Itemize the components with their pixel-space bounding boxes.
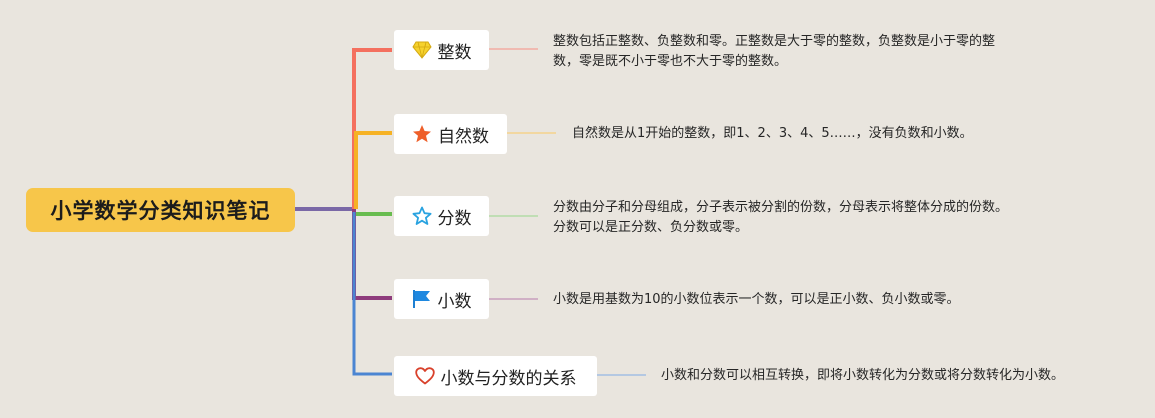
topic-fraction[interactable]: 分数 [394,196,489,236]
note-fraction: 分数由分子和分母组成，分子表示被分割的份数，分母表示将整体分成的份数。 分数可以… [553,198,1073,238]
topic-label: 小数 [437,291,472,312]
topic-label: 分数 [437,208,472,229]
topic-integer[interactable]: 整数 [394,30,489,70]
root-title: 小学数学分类知识笔记 [50,199,271,223]
star-filled-icon [412,124,432,144]
root-node[interactable]: 小学数学分类知识笔记 [26,188,295,232]
note-line: 小数和分数可以相互转换，即将小数转化为分数或将分数转化为小数。 [661,368,1065,383]
star-outline-icon [412,206,432,226]
topic-label: 整数 [437,42,472,63]
diamond-icon [411,40,432,60]
note-integer: 整数包括正整数、负整数和零。正整数是大于零的整数，负整数是小于零的整 数，零是既… [553,32,1053,72]
topic-decimal[interactable]: 小数 [394,279,489,319]
topic-label: 自然数 [438,126,489,147]
note-decimal: 小数是用基数为10的小数位表示一个数，可以是正小数、负小数或零。 [553,290,1053,310]
spine-segment-integer [352,48,392,209]
topic-natural-number[interactable]: 自然数 [394,114,507,154]
spine-segment-natural [354,131,392,209]
note-natural-number: 自然数是从1开始的整数，即1、2、3、4、5……，没有负数和小数。 [572,124,1072,144]
note-line: 分数可以是正分数、负分数或零。 [553,220,749,235]
note-line: 数，零是既不小于零也不大于零的整数。 [553,54,788,69]
note-line: 小数是用基数为10的小数位表示一个数，可以是正小数、负小数或零。 [553,292,960,307]
flag-icon [412,289,432,309]
note-line: 自然数是从1开始的整数，即1、2、3、4、5……，没有负数和小数。 [572,126,973,141]
topic-label: 小数与分数的关系 [440,368,577,389]
note-decimal-fraction-relation: 小数和分数可以相互转换，即将小数转化为分数或将分数转化为小数。 [661,366,1141,386]
topic-decimal-fraction-relation[interactable]: 小数与分数的关系 [394,356,597,396]
note-line: 整数包括正整数、负整数和零。正整数是大于零的整数，负整数是小于零的整 [553,34,996,49]
note-line: 分数由分子和分母组成，分子表示被分割的份数，分母表示将整体分成的份数。 [553,200,1009,215]
heart-icon [414,366,435,386]
spine-segment-relation [352,212,392,376]
spine-segment-decimal [352,209,392,300]
